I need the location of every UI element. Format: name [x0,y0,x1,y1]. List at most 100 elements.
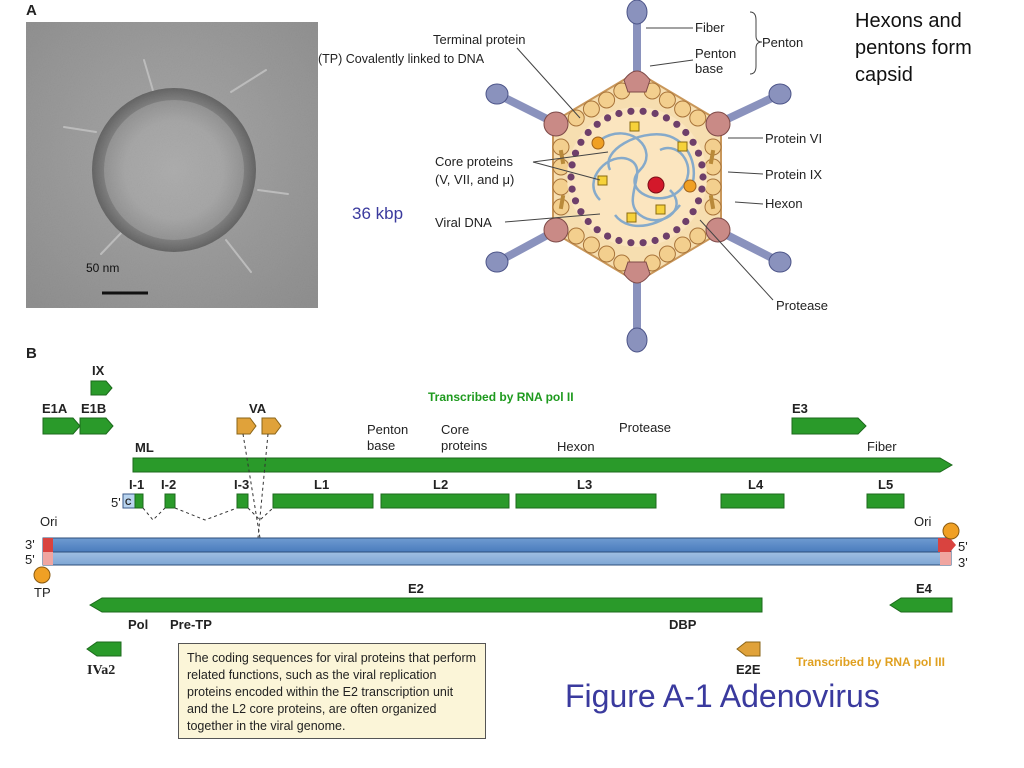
fiber-label: Fiber [695,20,725,35]
hexon-bead [598,245,616,263]
product-fiber: Fiber [867,439,897,454]
region-l1 [272,493,374,509]
protein-ix-label: Protein IX [765,167,822,182]
hexon-bead [689,227,707,245]
hexon-bead [582,236,600,254]
tp-note: (TP) Covalently linked to DNA [318,52,485,66]
dna-bottom-strand [42,551,952,566]
protein-vi-bead [568,161,576,169]
region-l2 [380,493,510,509]
panel-b-letter: B [26,345,37,362]
protein-vi-bead [584,128,592,137]
viral-dna-label: Viral DNA [435,215,492,230]
gene-pretp-label: Pre-TP [170,617,212,632]
protein-vi-bead [694,149,703,157]
core-proteins-detail: (V, VII, and μ) [435,172,514,187]
gene-e3-arrow [791,417,867,435]
protein-vi-bead [593,226,601,234]
protein-vi-bead [627,239,635,247]
penton-label: Penton [762,35,803,50]
gene-e1a-label: E1A [42,401,68,416]
gene-e3-label: E3 [792,401,808,416]
hexon-bead [567,227,585,245]
protein-vi-bead [571,197,580,205]
hexon-bead [704,178,722,196]
gene-iva2-arrow [86,641,122,657]
gene-va1-arrow [236,417,257,435]
exon-i2 [164,493,176,509]
left-five-prime: 5' [25,552,35,567]
genome-size: 36 kbp [352,204,404,223]
gene-e1b-arrow [79,417,114,435]
tp-left [33,566,51,584]
hexon-bead [658,91,676,109]
protein-vi-bead [698,185,706,193]
region-l4 [720,493,785,509]
product-hexon: Hexon [557,439,595,454]
region-l3 [515,493,657,509]
pol3-label: Transcribed by RNA pol III [796,655,945,669]
protein-vi-bead [615,236,623,245]
hexon-bead [674,100,692,118]
gene-e2e-arrow [736,641,761,657]
hexon-label: Hexon [765,196,803,211]
gene-e2e-label: E2E [736,662,761,677]
gene-l3-label: L3 [577,477,592,492]
gene-l2-label: L2 [433,477,448,492]
protein-vi-bead [571,149,580,157]
right-itr-top [938,538,956,552]
right-five-prime: 5' [958,539,968,554]
micrograph-image [26,22,318,308]
protein-vi-bead [584,217,592,226]
gene-e1a-arrow [42,417,81,435]
left-three-prime: 3' [25,537,35,552]
protein-vi-bead [567,173,575,181]
tp-right [942,522,960,540]
protein-vi-bead [662,232,671,240]
protein-vi-bead [673,226,681,234]
protein-vi-bead [593,120,601,128]
figure-title: Figure A-1 Adenovirus [565,678,880,714]
cap-label: C [125,497,132,507]
note-box: The coding sequences for viral proteins … [178,643,486,739]
region-l5 [866,493,905,509]
hexon-bead [598,91,616,109]
fiber-lower-left [501,228,557,262]
protein-vi-bead [577,138,585,146]
protein-vi-bead [682,217,690,226]
protein-vi-bead [699,173,707,181]
gene-ml-label: ML [135,440,154,455]
protein-vi-bead [689,208,697,216]
protein-vi-bead [694,197,703,205]
exon-i1 [134,493,144,509]
protein-vi-bead [604,232,612,240]
gene-i3-label: I-3 [234,477,249,492]
protein-vi-bead [698,161,706,169]
gene-e2-label: E2 [408,581,424,596]
five-prime-label-top: 5' [111,495,121,510]
gene-e2-arrow [89,597,763,613]
terminal-protein-label: Terminal protein [433,32,526,47]
hexon-bead [567,109,585,127]
protein-vi-bead [577,208,585,216]
gene-e4-label: E4 [916,581,933,596]
protein-vi-bead [604,114,612,122]
gene-e4-arrow [889,597,953,613]
hexon-bead [552,178,570,196]
protein-vi-bead [639,107,647,115]
splice-lines [142,433,274,539]
protein-vi-bead [673,120,681,128]
gene-ix-label: IX [92,363,105,378]
scale-bar-label: 50 nm [86,261,120,275]
protein-vi-bead [627,107,635,115]
gene-e1b-label: E1B [81,401,106,416]
hexon-bead [658,245,676,263]
protein-vi-bead [639,239,647,247]
protein-vi-label: Protein VI [765,131,822,146]
gene-va-label: VA [249,401,267,416]
protein-vi-bead [662,114,671,122]
